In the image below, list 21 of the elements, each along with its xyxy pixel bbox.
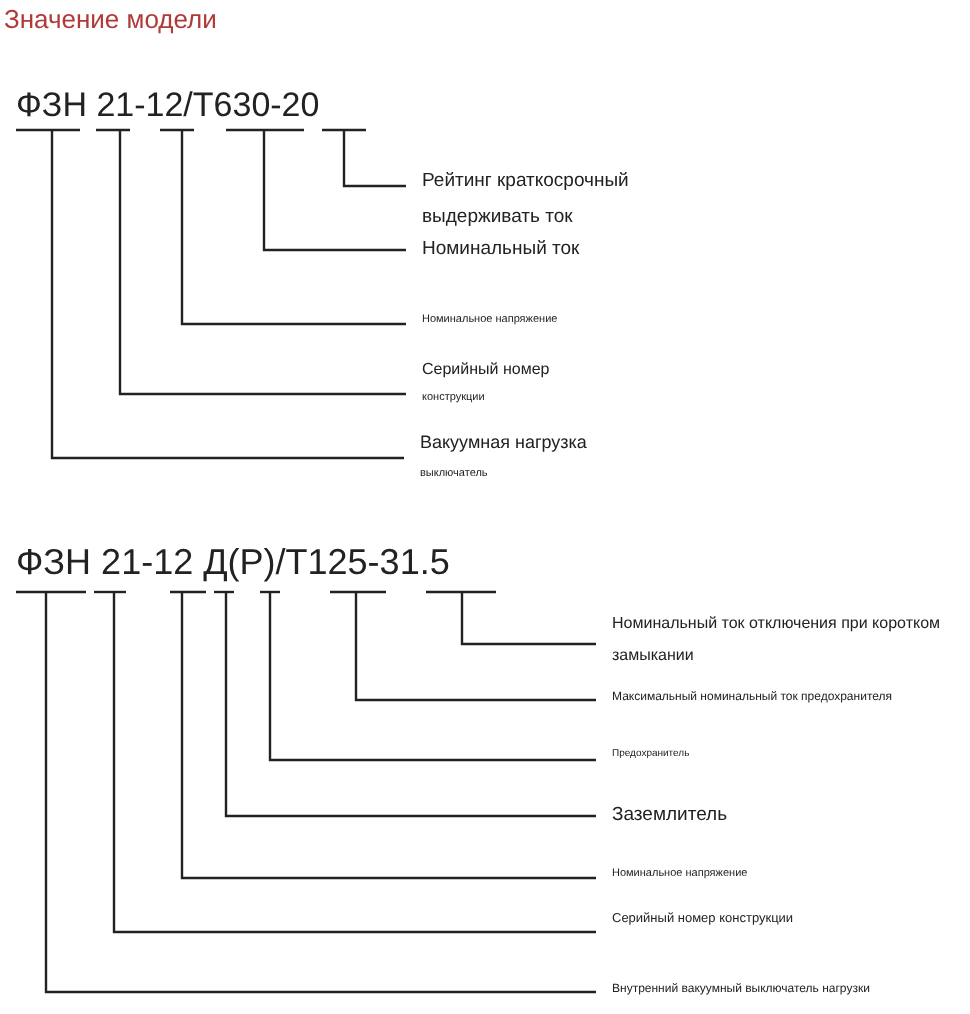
model-code: ФЗН 21-12/Т630-20 <box>16 88 320 130</box>
leader-line <box>180 592 596 880</box>
leader-line <box>224 592 596 818</box>
description-text: Номинальный ток отключения при коротком замыкании <box>612 612 943 667</box>
leader-line <box>268 592 596 762</box>
leader-line <box>118 130 406 396</box>
leader-line <box>342 130 406 188</box>
leader-line <box>354 592 596 702</box>
description-text: Серийный номер <box>422 358 550 382</box>
description-text: Рейтинг краткосрочный выдерживать ток <box>422 168 631 232</box>
leader-line <box>262 130 406 252</box>
leader-line <box>460 592 596 646</box>
description-text: Номинальный ток <box>422 236 580 262</box>
leader-line <box>112 592 596 934</box>
model-code: ФЗН 21-12 Д(Р)/Т125-31.5 <box>16 544 450 592</box>
description-text: Заземлитель <box>612 804 728 828</box>
description-text: Вакуумная нагрузка <box>420 430 587 456</box>
leader-line <box>180 130 406 326</box>
leader-line <box>50 130 404 460</box>
diagram-title: Значение модели <box>4 4 217 34</box>
leader-line <box>44 592 596 994</box>
